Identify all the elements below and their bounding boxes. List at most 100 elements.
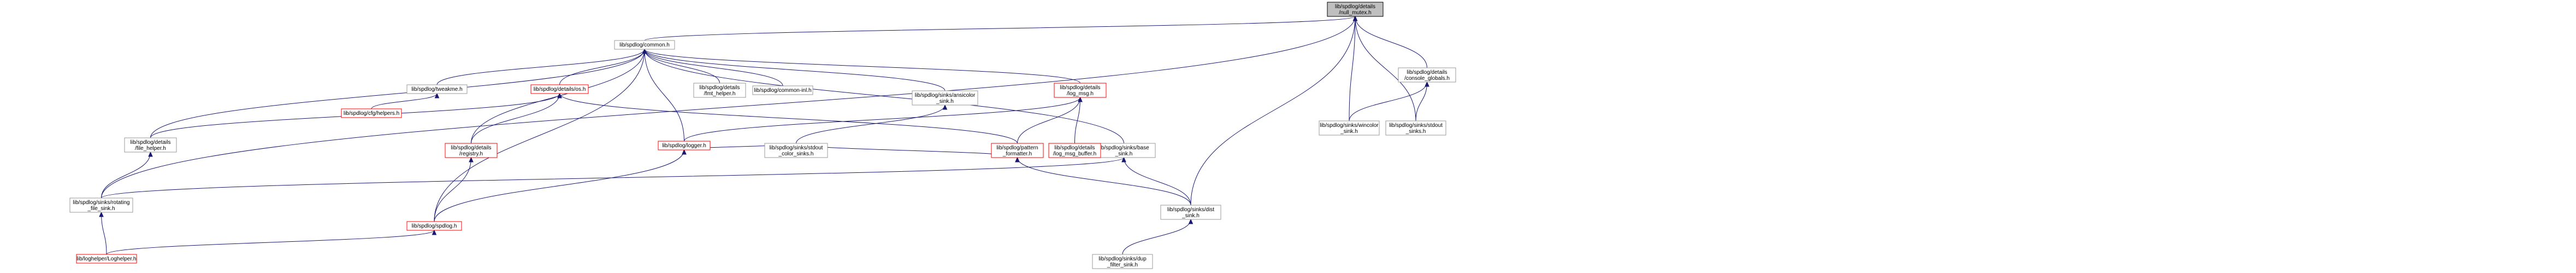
graph-node-dist_sink[interactable]: lib/spdlog/sinks/dist_sink.h [1160, 205, 1221, 220]
node-label: lib/spdlog/sinks/dist [1167, 207, 1214, 213]
node-label: _color_sinks.h [778, 151, 814, 157]
node-box [1319, 120, 1380, 136]
edge-arrowhead [469, 156, 474, 162]
dependency-edge [644, 49, 720, 84]
node-box [1385, 120, 1446, 136]
edge-arrowhead [1352, 15, 1358, 21]
edge-arrowhead [1121, 156, 1126, 162]
edge-arrowhead [942, 104, 948, 110]
graph-node-base_sink[interactable]: lib/spdlog/sinks/base_sink.h [1092, 143, 1156, 158]
node-label: _sink.h [1181, 213, 1200, 219]
graph-node-tweakme[interactable]: lib/spdlog/tweakme.h [406, 84, 468, 94]
dependency-edge [644, 49, 1124, 144]
node-label: /log_msg_buffer.h [1053, 151, 1096, 157]
node-box [69, 198, 133, 213]
node-box [1398, 67, 1456, 83]
node-box [614, 40, 675, 50]
dependency-edge [1415, 82, 1427, 121]
node-label: /console_globals.h [1404, 75, 1450, 82]
node-label: lib/spdlog/sinks/wincolor [1320, 123, 1379, 129]
dependency-edge [1355, 16, 1427, 68]
graph-node-mutex[interactable]: lib/spdlog/details/null_mutex.h [1327, 2, 1384, 17]
graph-node-dup_filter[interactable]: lib/spdlog/sinks/dup_filter_sink.h [1092, 254, 1153, 269]
dependency-edge [644, 49, 783, 86]
node-label: lib/loghelper/Loghelper.h [77, 256, 137, 262]
edge-arrowhead [434, 92, 440, 98]
node-label: lib/spdlog/common-inl.h [754, 88, 811, 94]
dependency-edge [1122, 219, 1191, 255]
node-label: /registry.h [459, 151, 483, 157]
node-box [912, 90, 978, 106]
node-label: lib/spdlog/cfg/helpers.h [344, 111, 399, 117]
node-label: _sinks.h [1405, 129, 1426, 135]
node-label: /fmt_helper.h [704, 91, 736, 97]
node-box [991, 143, 1044, 158]
dependency-edge [471, 93, 560, 144]
node-label: lib/spdlog/details/os.h [534, 86, 586, 92]
node-label: lib/spdlog/details [131, 140, 171, 146]
node-box [1054, 83, 1107, 98]
node-label: _sink.h [936, 98, 954, 104]
node-label: lib/spdlog/details [1060, 85, 1101, 91]
edge-arrowhead [682, 149, 687, 155]
node-label: _filter_sink.h [1107, 262, 1138, 268]
node-label: lib/spdlog/details [1335, 4, 1375, 10]
node-label: /log_msg.h [1067, 91, 1094, 97]
graph-node-common_inl[interactable]: lib/spdlog/common-inl.h [752, 85, 813, 95]
dependency-edge [644, 49, 684, 142]
dependency-edge [150, 49, 645, 138]
dependency-edge [1349, 82, 1427, 121]
dependency-edge [1349, 16, 1356, 121]
graph-node-ansicolor[interactable]: lib/spdlog/sinks/ansicolor_sink.h [912, 90, 978, 106]
node-box [1160, 205, 1221, 220]
edge-arrowhead [1425, 81, 1429, 87]
graph-node-cfg_helpers[interactable]: lib/spdlog/cfg/helpers.h [341, 108, 402, 118]
graph-node-common[interactable]: lib/spdlog/common.h [614, 40, 675, 50]
node-label: lib/spdlog/details [700, 85, 740, 91]
node-box [1327, 2, 1384, 17]
dependency-edge [434, 157, 471, 222]
node-label: _sink.h [1340, 129, 1358, 135]
node-box [76, 254, 137, 264]
graph-node-fmt_pattern[interactable]: lib/spdlog/pattern_formatter.h [991, 143, 1044, 158]
graph-node-loghelper[interactable]: lib/loghelper/Loghelper.h [76, 254, 137, 264]
node-label: lib/spdlog/spdlog.h [412, 223, 457, 229]
graph-node-log_msg_buf[interactable]: lib/spdlog/details/log_msg_buffer.h [1048, 143, 1101, 158]
dependency-edge [1017, 157, 1191, 206]
edge-arrowhead [557, 92, 562, 98]
graph-node-console_glob[interactable]: lib/spdlog/details/console_globals.h [1398, 67, 1456, 83]
edge-arrowhead [148, 151, 153, 157]
node-label: lib/spdlog/details [1407, 69, 1447, 75]
dependency-edge [434, 149, 684, 222]
dependency-edge [1017, 97, 1080, 144]
edge-arrowhead [642, 48, 647, 54]
graph-node-rotating[interactable]: lib/spdlog/sinks/rotating_file_sink.h [69, 198, 133, 213]
graph-node-wincolor[interactable]: lib/spdlog/sinks/wincolor_sink.h [1319, 120, 1380, 136]
node-label: _sink.h [1115, 151, 1133, 157]
dependency-edge [796, 143, 1018, 158]
graph-node-spdlog_h[interactable]: lib/spdlog/spdlog.h [406, 221, 462, 231]
node-label: lib/spdlog/sinks/rotating [73, 200, 130, 206]
dependency-edge [101, 157, 1124, 199]
graph-node-file_helper[interactable]: lib/spdlog/details/file_helper.h [124, 137, 177, 153]
node-label: lib/spdlog/common.h [619, 42, 670, 48]
edge-arrowhead [1188, 218, 1194, 224]
graph-node-stdout_color[interactable]: lib/spdlog/sinks/stdout_color_sinks.h [764, 143, 828, 158]
node-box [658, 141, 711, 150]
node-label: lib/spdlog/details [1055, 145, 1095, 151]
dependency-edge [101, 212, 107, 255]
node-box [693, 83, 746, 98]
edge-arrowhead [1015, 156, 1020, 162]
node-box [764, 143, 828, 158]
graph-node-registry[interactable]: lib/spdlog/details/registry.h [445, 143, 498, 158]
graph-node-fmt_helper[interactable]: lib/spdlog/details/fmt_helper.h [693, 83, 746, 98]
graph-node-stdout_sinks[interactable]: lib/spdlog/sinks/stdout_sinks.h [1385, 120, 1446, 136]
edge-arrowhead [432, 229, 437, 235]
graph-node-log_msg[interactable]: lib/spdlog/details/log_msg.h [1054, 83, 1107, 98]
graph-node-logger_h[interactable]: lib/spdlog/logger.h [658, 141, 711, 150]
dependency-edge [471, 49, 645, 144]
node-label: lib/spdlog/sinks/base [1098, 145, 1149, 151]
dependency-edge [559, 93, 1018, 144]
graph-node-os_h[interactable]: lib/spdlog/details/os.h [530, 84, 589, 94]
